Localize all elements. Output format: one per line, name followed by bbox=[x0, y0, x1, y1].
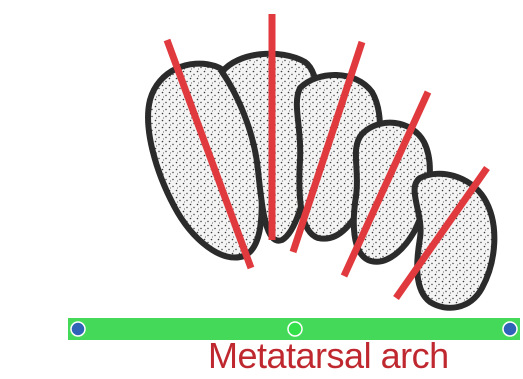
diagram-caption: Metatarsal arch bbox=[208, 336, 449, 376]
bones-group bbox=[148, 54, 494, 308]
fifth-metatarsal-head bbox=[415, 174, 495, 308]
middle-ground-point bbox=[288, 322, 302, 336]
left-ground-point bbox=[71, 322, 85, 336]
right-ground-point bbox=[503, 322, 517, 336]
